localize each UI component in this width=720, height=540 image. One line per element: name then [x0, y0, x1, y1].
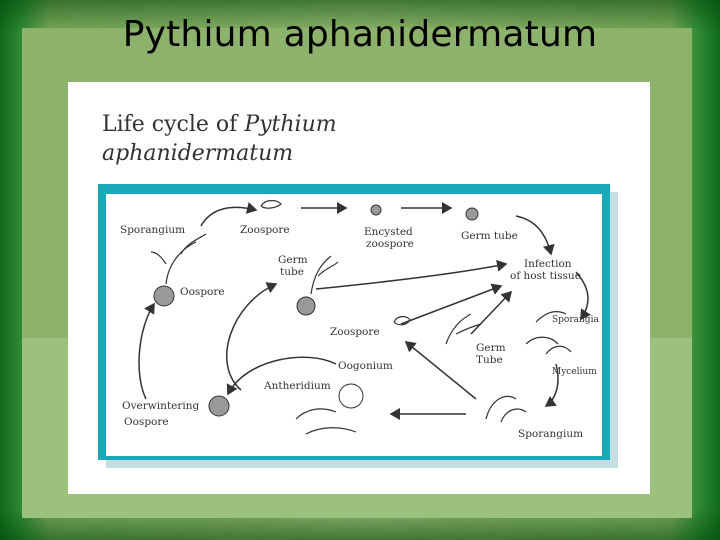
germ-tube-cell: [465, 207, 479, 221]
germ-tube-hyphae: [310, 255, 339, 295]
arrow-germtube-mid-to-infection: [470, 290, 513, 335]
label-overwintering-2: Oospore: [124, 416, 169, 428]
diagram-drawing: [138, 199, 591, 435]
label-overwintering: Overwintering: [122, 400, 200, 412]
card-title-part1: Life cycle of: [102, 112, 245, 137]
sporangia-cluster: [525, 311, 572, 355]
label-oogonium: Oogonium: [338, 360, 393, 372]
germ-tube-mid-hyphae: [445, 313, 482, 345]
label-infection-2: of host tissue: [510, 270, 581, 282]
encysted-zoospore-cell: [370, 204, 382, 216]
label-germ-tube-left-2: tube: [280, 266, 304, 278]
antheridium-shape: [295, 408, 357, 435]
arrow-overwintering-to-oospore: [138, 302, 155, 400]
label-encysted-2: zoospore: [366, 238, 414, 250]
label-antheridium: Antheridium: [264, 380, 331, 392]
label-germ-tube-mid: Germ: [476, 342, 506, 354]
label-sporangium-top: Sporangium: [120, 224, 186, 236]
label-sporangium-bottom: Sporangium: [518, 428, 584, 440]
oospore-cell: [153, 285, 175, 307]
label-sporangia: Sporangia: [552, 315, 599, 325]
card-title-italic: Pythium: [244, 112, 337, 137]
label-oospore: Oospore: [180, 286, 225, 298]
label-germ-tube-mid-2: Tube: [476, 354, 503, 366]
content-card: Life cycle of Pythium aphanidermatum: [68, 82, 650, 494]
life-cycle-diagram: Sporangium Zoospore Encysted zoospore Ge…: [106, 194, 602, 456]
germinating-oospore: [296, 296, 316, 316]
arrow-sporangium-to-zoospore: [200, 202, 258, 227]
label-infection: Infection: [524, 258, 572, 270]
arrow-infection-to-sporangia: [575, 271, 591, 321]
overwintering-oospore: [208, 395, 230, 417]
label-zoospore-top: Zoospore: [240, 224, 290, 236]
sporangium-bottom-shape: [485, 395, 527, 423]
zoospore-top-shape: [260, 199, 282, 209]
label-zoospore-mid: Zoospore: [330, 326, 380, 338]
oogonium-cell: [338, 383, 364, 409]
zoospore-mid-shape: [393, 315, 411, 326]
slide-title: Pythium aphanidermatum: [122, 14, 598, 55]
card-title: Life cycle of Pythium aphanidermatum: [102, 110, 462, 168]
label-encysted: Encysted: [364, 226, 413, 238]
arrow-germtube-to-infection: [515, 215, 555, 256]
label-germ-tube-top: Germ tube: [461, 230, 518, 242]
arrow-germtube-to-infection-long: [315, 259, 508, 290]
arrow-oospore-loop: [226, 282, 278, 391]
arrow-mycelium-to-sporangium: [544, 363, 559, 407]
label-mycelium: Mycelium: [552, 367, 597, 377]
arrow-sporangium-to-zoospore-mid: [404, 341, 477, 400]
arrow-zoospore-to-infection: [400, 283, 503, 325]
card-title-line2: aphanidermatum: [102, 141, 294, 166]
arrow-oogonium-to-overwintering: [226, 356, 337, 396]
label-germ-tube-left: Germ: [278, 254, 308, 266]
sporangium-hyphae: [150, 233, 207, 285]
